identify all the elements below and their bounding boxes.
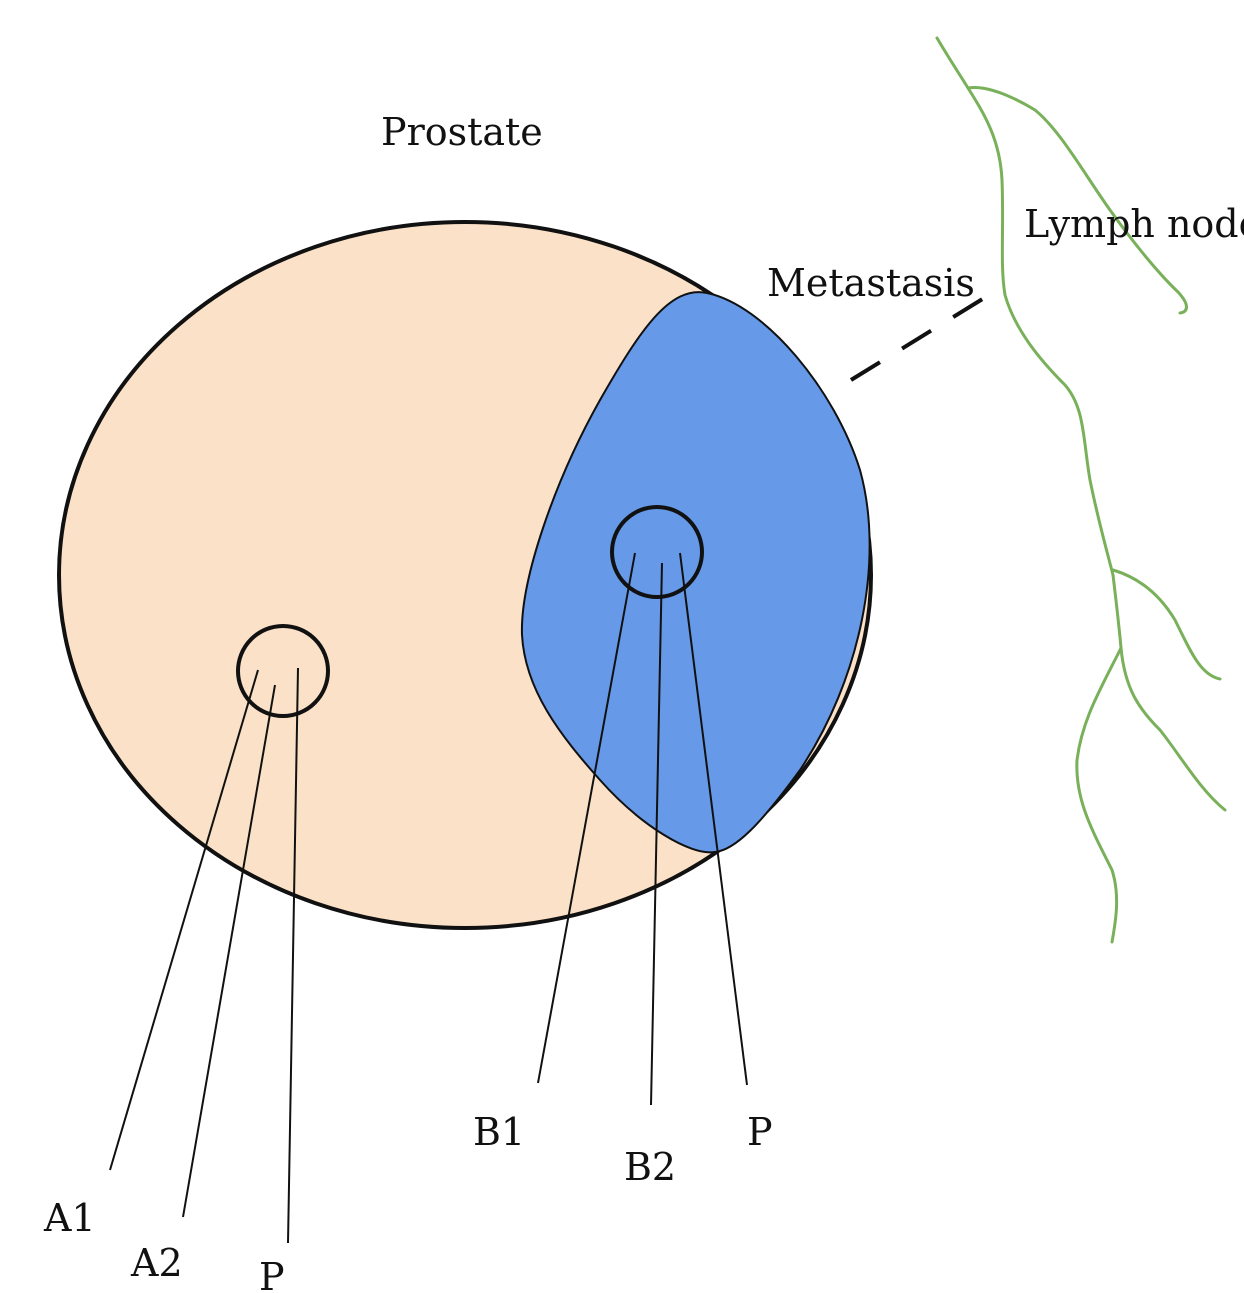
sample-label-a2: A2: [130, 1241, 183, 1285]
prostate-label: Prostate: [381, 110, 543, 154]
lymph-vessel-main: [937, 38, 1121, 942]
sample-label-a1: A1: [43, 1196, 96, 1240]
sample-label-p-left: P: [259, 1255, 285, 1293]
lymph-node-label: Lymph node: [1024, 202, 1244, 246]
sample-label-b2: B2: [624, 1145, 676, 1189]
lymph-vessel-branch-top: [968, 87, 1187, 313]
lymph-vessels: [937, 38, 1225, 942]
sample-label-p-right: P: [747, 1110, 773, 1154]
metastasis-label: Metastasis: [767, 261, 975, 305]
lymph-vessel-branch-mid: [1113, 570, 1220, 679]
lymph-vessel-branch-low: [1121, 648, 1225, 810]
sample-label-b1: B1: [473, 1110, 525, 1154]
